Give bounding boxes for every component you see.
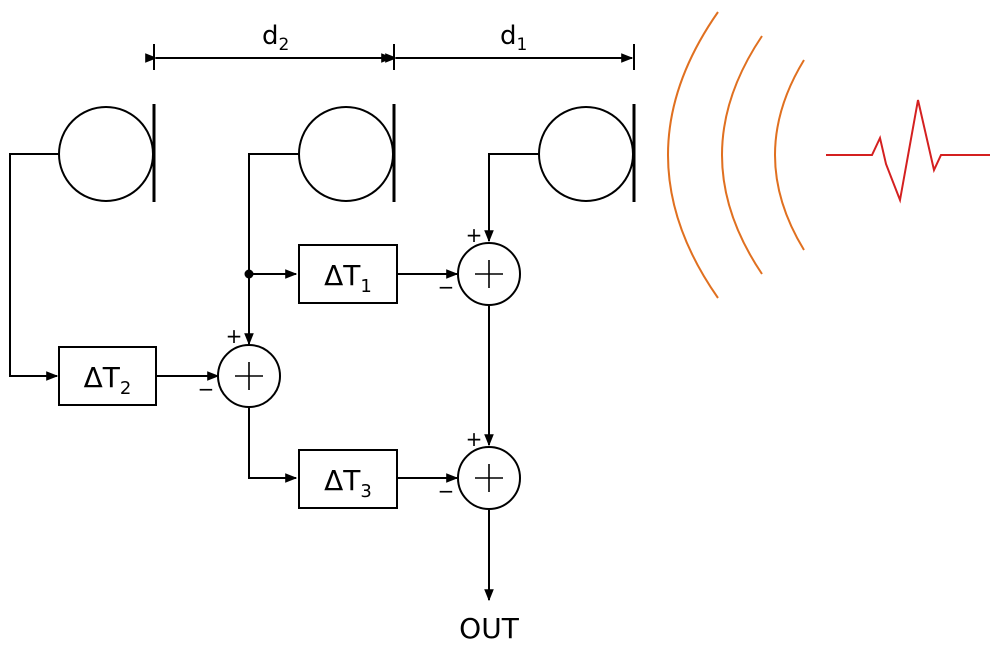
sign-plus: + (466, 223, 483, 247)
summing-junction-c: + − (438, 427, 521, 510)
sound-waves (667, 11, 805, 299)
sign-plus: + (466, 427, 483, 451)
delay-block-t1: ΔT1 (298, 244, 398, 304)
wave-arc (774, 59, 805, 251)
delay-label-t3: ΔT3 (324, 464, 372, 502)
sign-minus: − (438, 479, 455, 503)
microphone-3 (538, 104, 636, 202)
microphone-icon (298, 106, 394, 202)
junction-dot (244, 269, 254, 279)
output-label: OUT (459, 612, 520, 645)
microphone-icon (58, 106, 154, 202)
signal-wires (9, 153, 539, 602)
delay-label-t1: ΔT1 (324, 259, 372, 297)
dimension-label-d2: d2 (262, 21, 289, 55)
summing-junction-a: + − (198, 324, 281, 408)
summing-junction-b: + − (438, 223, 521, 306)
microphone-icon (538, 106, 634, 202)
sign-plus: + (226, 324, 243, 348)
delay-label-t2: ΔT2 (84, 361, 132, 399)
microphone-2 (298, 104, 396, 202)
signal-pulse-icon (826, 99, 990, 204)
delay-block-t2: ΔT2 (58, 346, 157, 406)
sign-minus: − (438, 275, 455, 299)
dimension-label-d1: d1 (500, 21, 527, 55)
wave-arc (721, 35, 763, 275)
dimension-d1: d1 (385, 21, 635, 70)
wave-arc (667, 11, 719, 299)
microphone-1 (58, 104, 156, 202)
sign-minus: − (198, 377, 215, 401)
delay-block-t3: ΔT3 (298, 449, 398, 509)
dimension-d2: d2 (145, 21, 395, 70)
